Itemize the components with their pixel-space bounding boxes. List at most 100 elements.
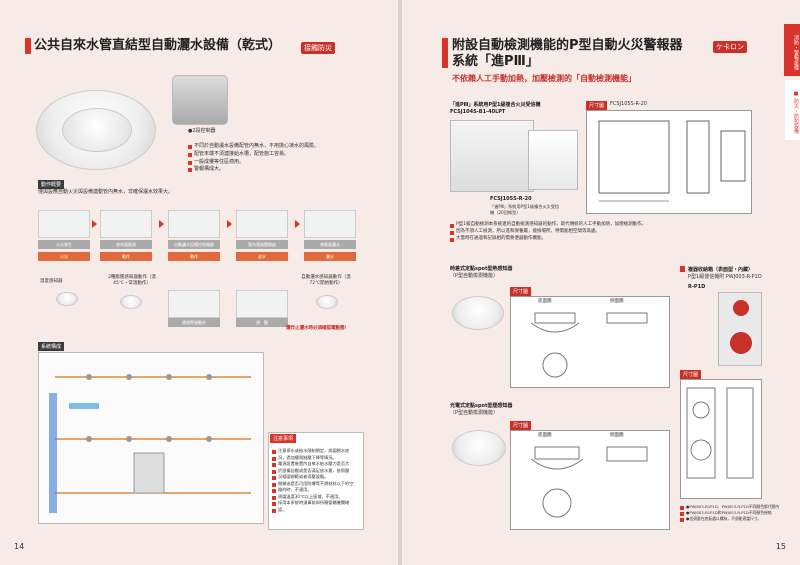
device-label-1: 溫度感知器 [40,279,63,284]
warning-list: 注意停水或給水限制期定，與圍閉水底 況，過加權限制壓下降等情況。 電源設置裝置內… [272,448,353,513]
step-tag-3: 自動灑水設備控制開啟 [168,240,220,249]
heat-section-sub: （P型自動檢測機能） [450,273,499,279]
panel-bullet: 大量時在通過和記錄相的需要便器動作機能。 [450,236,646,243]
step-tag-5: 感應器灑水 [304,240,356,249]
left-bullet: 警報構成大。 [188,166,319,174]
smoke-detector-icon [120,295,142,309]
lower-step-box-2 [236,290,288,318]
warning-item: 周圍溫度30℃以上區域，不適用。 [272,494,353,501]
step-result-3: 動作 [168,252,220,261]
left-title-bar [25,38,31,54]
right-page-title-line1: 附設自動檢測機能的P型自動火災警報器 [452,38,683,53]
combo-dim-label: 尺寸圖 [680,370,702,379]
dim-label: 尺寸圖 [586,101,608,110]
combo-model: R-P1D [688,284,706,290]
red-lamp-icon [733,300,749,316]
heat-detector-drawing [510,296,670,388]
system-section-label: 系統構成 [38,342,65,351]
panel-dimension-drawing [586,110,752,214]
sprinkler-detector-icon [316,295,338,309]
side-tab-2[interactable]: ■ 防災・防犯設備 [784,80,800,140]
panel-bullet: P型1級自動檢測本系統連的自動檢測感知器的動作，取代傳統的人工手動加熱，加煙檢測… [450,222,646,229]
combo-section-title: 複器收納箱（表面型・內藏） [688,267,754,273]
smoke-section-title: 光電式定點spot型煙感知器 [450,403,513,409]
right-subtitle: 不依賴人工手動加熱，加壓檢測的「自動檢測機能」 [452,74,636,83]
flow-arrow-icon [295,220,300,228]
lower-step-box-1 [168,290,220,318]
panel-caption: 「進PⅢ」系統用P型1級複合火災受信機（20回線型） [490,204,560,216]
warning-box [268,432,364,530]
alarm-button-icon[interactable] [728,330,754,356]
step-tag-4: 管內電磁閥開啟 [236,240,288,249]
warning-item: 況組圍規範或者導壓設備。 [272,474,353,481]
step-box-2 [100,210,152,238]
panel-dimension-svg [598,120,746,202]
warning-note: 爆炸止灑水時必須確認電動閥！ [286,326,349,331]
step-result-4: 放水 [236,252,288,261]
step-box-5 [304,210,356,238]
left-bullet: 配管末端不須連接給水槽，配管施工容易。 [188,151,319,159]
right-title-bar [442,38,448,68]
step-result-5: 灑水 [304,252,356,261]
heat-detector-image [452,296,504,330]
dim-model: FCSJ105S-R-20 [610,101,647,107]
left-page-title: 公共自來水管直結型自動灑水設備（乾式） [34,38,282,53]
combo-note: ●PWJ003-R1P1D、PWJ003-R-P1D不同顏色都代替內 [680,504,779,510]
panel-bullet-list: P型1級自動檢測本系統連的自動檢測感知器的動作，取代傳統的人工手動加熱，加煙檢測… [450,222,646,243]
action-section-label: 動作概要 [38,180,65,189]
panel-section-title: 「進PⅢ」系統用P型1級複合火災受信機 [450,102,541,108]
smoke-dim-label: 尺寸圖 [510,421,532,430]
panel-image-2 [528,130,578,190]
flow-arrow-icon [227,220,232,228]
left-title-tag: 接觸防災 [301,42,335,54]
smoke-detector-svg [530,446,648,518]
combo-section-sub: P型1級發信機附 PWJ003-R-P1D [688,274,762,280]
left-bullet-list: 不同於自動灑水設備配管內無水，不用擔心凍水的風險。 配管末端不須連接給水槽，配管… [188,143,319,174]
heat-detector-svg [530,312,648,378]
smoke-detector-drawing [510,430,670,530]
smoke-section-sub: （P型自動檢測機能） [450,410,499,416]
warning-item: 採用本系統時須事前與所屬管轄機關確 [272,500,353,507]
left-page: 公共自來水管直結型自動灑水設備（乾式） 接觸防災 ●2段控制器 不同於自動灑水設… [0,0,398,565]
page-gutter [398,0,402,565]
warning-item: 認。 [272,507,353,514]
heat-front-view: 底面圖 [538,299,552,304]
side-tab-1[interactable]: 消防・警報設備 [784,24,800,76]
combo-dimension-drawing [680,379,762,499]
warning-title: 注意事項 [270,434,297,443]
device-label-3: 自動灑水感知器動作（溫72℃開始動作） [301,275,351,286]
panel-model: FCSJ104S-B1-40LPT [450,109,506,115]
right-page-title-line2: 系統「進PⅢ」 [452,54,539,69]
warning-item: 況，過加權限制壓下降等情況。 [272,455,353,462]
smoke-side-view: 側面圖 [610,433,624,438]
left-bullet: 一般成樓等住區適用。 [188,159,319,167]
heat-detector-icon [56,292,78,306]
right-page: 附設自動檢測機能的P型自動火災警報器 ケ卡ロン 系統「進PⅢ」 不依賴人工手動加… [402,0,800,565]
panel-image-1 [450,120,534,192]
system-diagram-svg [49,374,251,513]
combo-note: ●PWJ003-R1P1D和PWJ003-R-P1D不同顏色規格 [680,510,779,516]
left-bullet: 不同於自動灑水設備配管內無水，不用擔心凍水的風險。 [188,143,319,151]
left-page-number: 14 [14,542,25,551]
flow-arrow-icon [92,220,97,228]
step-tag-1: 火災發生 [38,240,90,249]
step-result-2: 動作 [100,252,152,261]
action-description: 僅與設應自動火災與設備連動管內無水，非確保灑水效果大。 [38,189,174,195]
lower-step-tag-1: 通報警報動作 [168,318,220,327]
warning-item: 於設備自壓或是否滿足放水量，依照壓 [272,468,353,475]
step-tag-2: 感知器檢測 [100,240,152,249]
panel-bullet: 因為不須人工檢測，所以進和保養最，能檢場所，特需能相空間等高處。 [450,229,646,236]
warning-item: 閉鎖或是否可用防爆等不燃材料以下的空 [272,481,353,488]
combo-dimension-svg [686,387,754,479]
warning-item: 電源設置裝置內自來水給水壓力是否大 [272,461,353,468]
sprinkler-inner-image [62,108,132,152]
lower-step-tag-2: 避 難 [236,318,288,327]
heat-dim-label: 尺寸圖 [510,287,532,296]
system-diagram [38,352,264,524]
heat-section-title: 時差式定點spot型熱感知器 [450,266,513,272]
panel-model-2: FCSJ105S-R-20 [490,196,532,202]
combo-marker [680,266,685,272]
smoke-front-view: 底面圖 [538,433,552,438]
right-page-number: 15 [775,542,786,551]
step-box-1 [38,210,90,238]
